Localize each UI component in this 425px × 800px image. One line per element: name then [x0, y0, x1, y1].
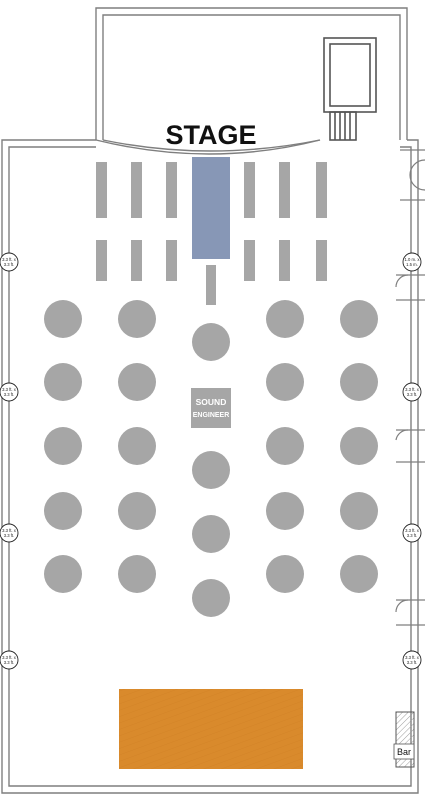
- wall-marker-line1: 3.3 ft. x: [2, 257, 17, 262]
- round-table: [266, 300, 304, 338]
- seat-row-back: [131, 240, 142, 281]
- round-table: [118, 363, 156, 401]
- center-runway: [192, 157, 230, 259]
- seat-row-front: [316, 162, 327, 218]
- wall-marker-line2: 3.3 ft.: [4, 660, 14, 665]
- wall-marker-left: 3.3 ft. x3.3 ft.: [0, 252, 19, 272]
- sound-engineer-label-line2: ENGINEER: [193, 412, 230, 419]
- wall-marker-line1: 3.3 ft. x: [405, 655, 420, 660]
- wall-marker-line2: 3.3 ft.: [407, 533, 417, 538]
- wall-marker-line2: 3.3 ft.: [4, 533, 14, 538]
- round-table: [340, 363, 378, 401]
- round-table: [118, 492, 156, 530]
- round-table: [266, 363, 304, 401]
- wall-dimension-markers: 3.3 ft. x3.3 ft.3.3 ft. x3.3 ft.3.3 ft. …: [0, 252, 422, 670]
- runway-extension: [206, 265, 216, 305]
- wall-marker-left: 3.3 ft. x3.3 ft.: [0, 523, 19, 543]
- seat-row-front: [244, 162, 255, 218]
- round-table: [340, 427, 378, 465]
- bar-label: Bar: [397, 747, 411, 757]
- wall-marker-line1: 3.3 ft. x: [405, 387, 420, 392]
- round-table: [118, 300, 156, 338]
- right-doors: [395, 149, 425, 626]
- round-table: [44, 555, 82, 593]
- round-table: [340, 492, 378, 530]
- seat-row-back: [316, 240, 327, 281]
- wall-marker-line2: 3.3 ft.: [4, 392, 14, 397]
- wall-marker-left: 3.3 ft. x3.3 ft.: [0, 382, 19, 402]
- seat-row-back: [244, 240, 255, 281]
- bar-counter: Bar: [393, 711, 415, 768]
- round-table-center: [192, 515, 230, 553]
- wall-marker-line1: 3.3 ft. x: [2, 387, 17, 392]
- seat-row-back: [279, 240, 290, 281]
- wall-marker-line1: 3.3 ft. x: [2, 655, 17, 660]
- round-table-center: [192, 579, 230, 617]
- seat-row-front: [279, 162, 290, 218]
- seat-row-back: [166, 240, 177, 281]
- buffet-table: [119, 689, 303, 769]
- round-table: [44, 363, 82, 401]
- round-table: [44, 492, 82, 530]
- round-tables: [44, 300, 378, 617]
- wall-marker-line2: 3.3 ft.: [407, 392, 417, 397]
- seat-row-front: [166, 162, 177, 218]
- round-table: [266, 492, 304, 530]
- round-table: [340, 300, 378, 338]
- hall-walls: [1, 139, 419, 794]
- round-table: [118, 427, 156, 465]
- wall-marker-left: 3.3 ft. x3.3 ft.: [0, 650, 19, 670]
- sound-engineer-desk: SOUND ENGINEER: [191, 388, 231, 428]
- sound-engineer-label-line1: SOUND: [196, 397, 227, 407]
- stage-walls: [95, 7, 408, 155]
- round-table: [340, 555, 378, 593]
- seat-rows: [96, 162, 327, 305]
- wall-marker-line2: 3.3 ft.: [4, 262, 14, 267]
- round-table: [44, 427, 82, 465]
- wall-marker-right: 3.3 ft. x3.3 ft.: [402, 523, 422, 543]
- wall-marker-line1: 3.3 ft. x: [405, 528, 420, 533]
- wall-marker-right: 3.3 ft. x3.3 ft.: [402, 650, 422, 670]
- stage-label: STAGE: [165, 120, 256, 150]
- round-table: [44, 300, 82, 338]
- wall-marker-right: 3.3 ft. x3.3 ft.: [402, 382, 422, 402]
- seat-row-front: [131, 162, 142, 218]
- stage-side-room: [323, 37, 377, 141]
- wall-marker-line1: 1.0 m. x: [405, 257, 421, 262]
- seat-row-back: [96, 240, 107, 281]
- round-table: [266, 427, 304, 465]
- seat-row-front: [96, 162, 107, 218]
- wall-marker-line2: 1.5 m.: [406, 262, 418, 267]
- wall-marker-line2: 3.3 ft.: [407, 660, 417, 665]
- round-table-center: [192, 451, 230, 489]
- wall-marker-right: 1.0 m. x1.5 m.: [402, 252, 422, 272]
- round-table: [266, 555, 304, 593]
- round-table-center: [192, 323, 230, 361]
- round-table: [118, 555, 156, 593]
- wall-marker-line1: 3.3 ft. x: [2, 528, 17, 533]
